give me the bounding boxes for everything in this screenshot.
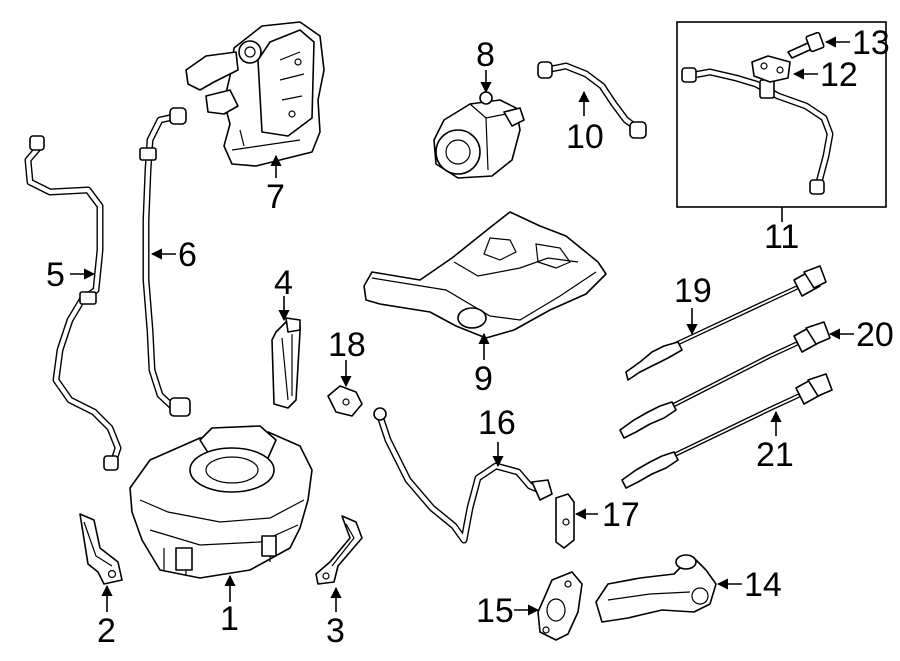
leaders (70, 36, 854, 616)
part-2-bracket[interactable] (79, 513, 123, 585)
callout-21: 21 (756, 436, 794, 474)
callout-labels: 1 2 3 4 5 6 7 8 9 10 11 12 13 14 15 16 1… (46, 24, 894, 650)
part-13-bolt[interactable] (787, 31, 825, 59)
part-17-bracket[interactable] (555, 493, 575, 549)
callout-16: 16 (478, 404, 516, 442)
part-7-valve-assembly[interactable] (185, 21, 325, 167)
part-12-gasket[interactable] (751, 55, 791, 83)
callout-3: 3 (326, 612, 345, 650)
part-3-bracket[interactable] (315, 515, 363, 585)
callout-9: 9 (474, 360, 493, 398)
part-5-hose[interactable] (24, 135, 122, 471)
callout-13: 13 (852, 24, 890, 62)
callout-12: 12 (820, 56, 858, 94)
callout-7: 7 (266, 178, 285, 216)
part-21-sensor[interactable] (621, 373, 833, 489)
callout-20: 20 (856, 316, 894, 354)
part-8-pump[interactable] (433, 91, 525, 179)
part-18-clip[interactable] (327, 385, 363, 417)
callout-14: 14 (744, 566, 782, 604)
part-4-bracket[interactable] (271, 317, 301, 409)
part-19-sensor[interactable] (625, 265, 827, 381)
callout-1: 1 (220, 600, 239, 638)
callout-8: 8 (476, 36, 495, 74)
part-6-hose[interactable] (139, 107, 191, 417)
part-14-pump-housing[interactable] (595, 554, 717, 623)
part-9-shield[interactable] (363, 211, 607, 339)
part-1-canister[interactable] (129, 425, 313, 579)
part-15-gasket[interactable] (537, 571, 583, 641)
callout-11: 11 (764, 218, 799, 256)
callout-15: 15 (476, 592, 514, 630)
part-16-tube[interactable] (373, 407, 553, 544)
callout-10: 10 (566, 118, 604, 156)
callout-6: 6 (178, 236, 197, 274)
callout-19: 19 (674, 272, 712, 310)
callout-5: 5 (46, 256, 65, 294)
callout-4: 4 (274, 264, 293, 302)
callout-17: 17 (602, 496, 640, 534)
callout-2: 2 (97, 612, 116, 650)
callout-18: 18 (328, 326, 366, 364)
part-10-hose[interactable] (537, 61, 647, 139)
part-20-sensor[interactable] (619, 321, 831, 439)
